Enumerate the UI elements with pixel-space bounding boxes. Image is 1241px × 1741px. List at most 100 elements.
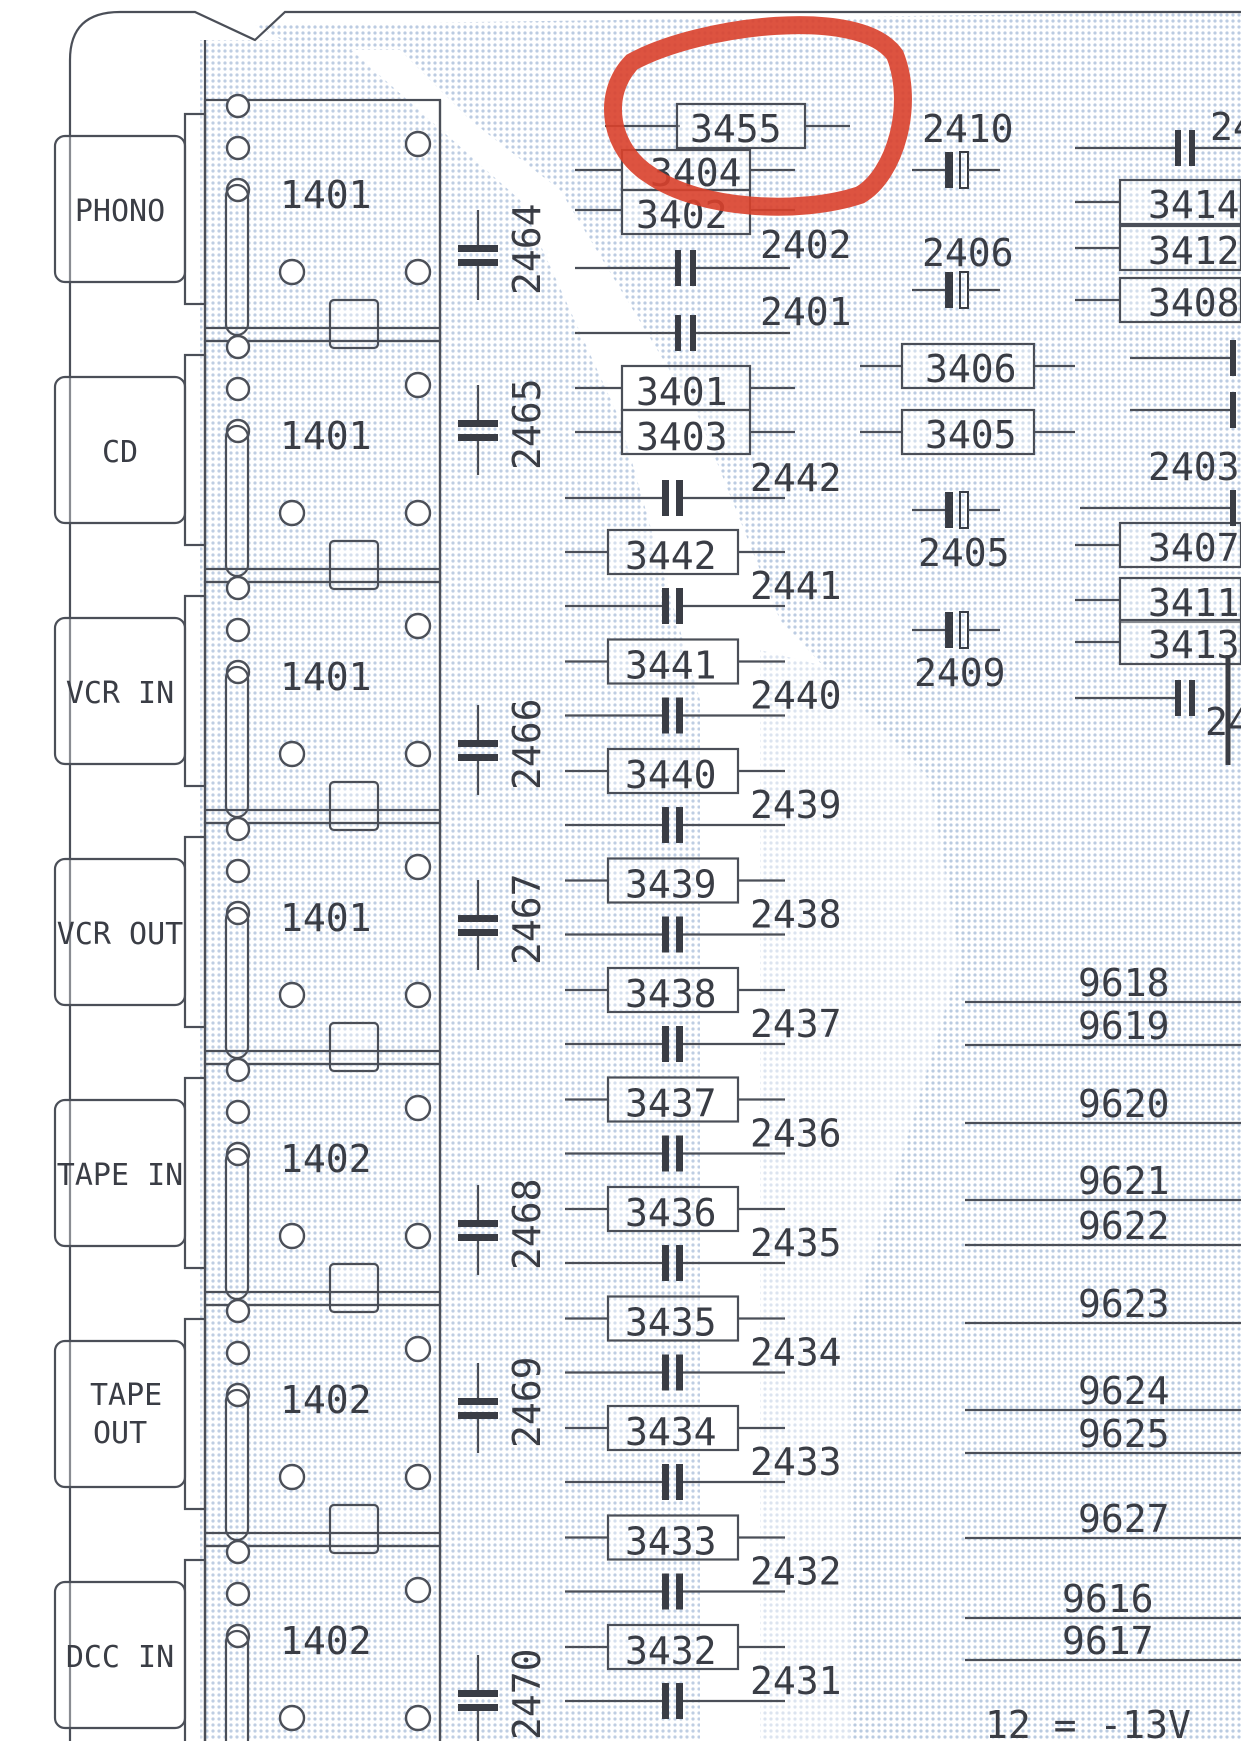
capacitor-label: 2441: [750, 564, 842, 608]
wire-9617: 9617: [965, 1619, 1241, 1663]
pin-hole: [225, 1539, 251, 1565]
resistor-label: 3412: [1148, 229, 1240, 273]
wire-label: 9619: [1078, 1004, 1170, 1048]
resistor-3434: 3434: [565, 1404, 785, 1454]
capacitor-2409: 2409: [912, 611, 1006, 695]
wire-label: 9617: [1062, 1619, 1154, 1663]
capacitor-2435: 2435: [565, 1221, 842, 1281]
connector-label: VCR OUT: [57, 917, 183, 952]
pin-hole: [225, 334, 251, 360]
capacitor-2439: 2439: [565, 783, 842, 843]
capacitor-label: 2403: [1148, 445, 1240, 489]
resistor-label: 3414: [1148, 183, 1240, 227]
wire-9621: 9621: [965, 1159, 1241, 1203]
capacitor-label: 2437: [750, 1002, 842, 1046]
capacitor-label: 2465: [505, 378, 549, 470]
resistor-3440: 3440: [565, 747, 785, 797]
resistor-label: 3405: [925, 413, 1017, 457]
resistor-label: 3437: [625, 1082, 717, 1126]
wire-9625: 9625: [965, 1412, 1241, 1456]
wire-label: 9623: [1078, 1282, 1170, 1326]
capacitor-label: 2434: [750, 1331, 842, 1375]
capacitor-2465: 2465: [458, 378, 549, 475]
wire-label: 9627: [1078, 1497, 1170, 1541]
wire-label: 9621: [1078, 1159, 1170, 1203]
capacitor-2401: 2401: [575, 290, 852, 351]
wire-9622: 9622: [965, 1204, 1241, 1248]
capacitor-label: 2410: [922, 107, 1014, 151]
connector-label-line2: OUT: [93, 1416, 147, 1451]
resistor-label: 3433: [625, 1520, 717, 1564]
resistor-label: 3407: [1148, 526, 1240, 570]
capacitor-label: 2468: [505, 1178, 549, 1270]
pin-hole: [225, 575, 251, 601]
capacitor-label: 2401: [760, 290, 852, 334]
resistor-label: 3432: [625, 1629, 717, 1673]
resistor-3436: 3436: [565, 1185, 785, 1235]
pin-hole: [225, 816, 251, 842]
pin-hole: [225, 1298, 251, 1324]
capacitor-2468: 2468: [458, 1178, 549, 1275]
pin-hole: [225, 1340, 251, 1366]
capacitor-label: 2431: [750, 1659, 842, 1703]
capacitor-2440: 2440: [565, 674, 842, 734]
resistor-label: 3438: [625, 972, 717, 1016]
resistor-3437: 3437: [565, 1076, 785, 1126]
resistor-capacitor-column: 2442344224413441244034402439343924383438…: [565, 456, 842, 1719]
capacitor-label: 2440: [750, 674, 842, 718]
capacitor-2442: 2442: [565, 456, 842, 516]
connector-part-number: 1402: [280, 1137, 372, 1181]
wire-label: 9625: [1078, 1412, 1170, 1456]
wire-9624: 9624: [965, 1369, 1241, 1413]
connector-label: VCR IN: [66, 676, 174, 711]
capacitor-2403: 2403: [1080, 445, 1240, 526]
capacitor-2467: 2467: [458, 873, 549, 970]
capacitor-label: 2402: [760, 223, 852, 267]
pin-hole: [225, 617, 251, 643]
partial-label: 24: [1205, 700, 1241, 744]
capacitor-label: 2436: [750, 1112, 842, 1156]
capacitor-2410: 2410: [912, 107, 1014, 189]
resistor-label: 3442: [625, 534, 717, 578]
capacitor-label: 2442: [750, 456, 842, 500]
middle-components: 2410 2406 3406 3405 2405: [860, 107, 1075, 695]
resistor-3405: 3405: [860, 408, 1075, 457]
pin-hole: [225, 93, 251, 119]
connector-part-number: 1401: [280, 655, 372, 699]
capacitor-2469: 2469: [458, 1356, 549, 1453]
connector-part-number: 1401: [280, 896, 372, 940]
wire-9623: 9623: [965, 1282, 1241, 1326]
resistor-3433: 3433: [565, 1514, 785, 1564]
capacitor-label: 2470: [505, 1648, 549, 1740]
capacitor-2437: 2437: [565, 1002, 842, 1062]
wire-label: 9622: [1078, 1204, 1170, 1248]
resistor-3407: 3407: [1075, 521, 1241, 570]
highlight-circle: [604, 16, 912, 216]
board-outline: [68, 10, 1241, 1741]
connector-part-number: 1402: [280, 1619, 372, 1663]
capacitor-2470: 2470: [458, 1648, 549, 1741]
resistor-label: 3413: [1148, 623, 1240, 667]
resistor-3439: 3439: [565, 857, 785, 907]
capacitor-label: 2435: [750, 1221, 842, 1265]
resistor-label: 3408: [1148, 281, 1240, 325]
capacitor-2464: 2464: [458, 203, 549, 300]
capacitor-2433: 2433: [565, 1440, 842, 1500]
wire-9616: 9616: [965, 1577, 1241, 1621]
connector-part-number: 1402: [280, 1378, 372, 1422]
resistor-label: 3441: [625, 644, 717, 688]
capacitor-2405: 2405: [912, 491, 1010, 575]
wire-label: 9618: [1078, 961, 1170, 1005]
resistor-3438: 3438: [565, 966, 785, 1016]
capacitor-2406: 2406: [912, 231, 1014, 309]
wire-label: 9620: [1078, 1082, 1170, 1126]
connector-part-number: 1401: [280, 414, 372, 458]
